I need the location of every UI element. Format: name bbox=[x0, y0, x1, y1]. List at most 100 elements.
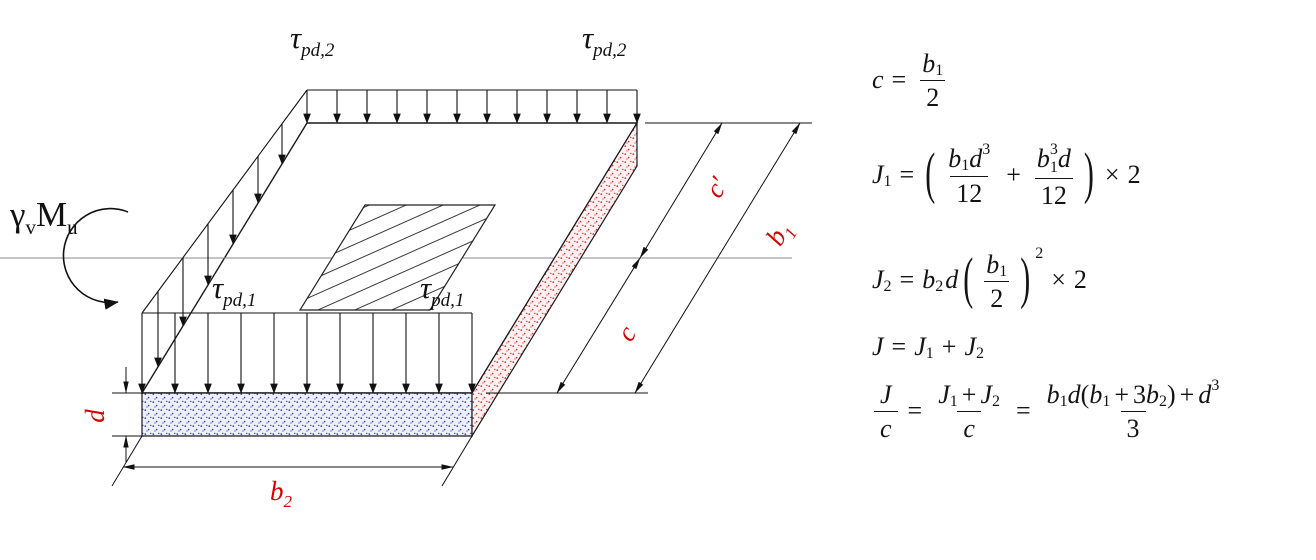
math-sub: 1 bbox=[961, 157, 970, 175]
math-denominator: c bbox=[874, 411, 898, 444]
math-number: 3 bbox=[1126, 414, 1140, 444]
math-operator: + bbox=[961, 380, 977, 410]
math-operator: = bbox=[891, 332, 907, 362]
tau-pd1-right-label: τpd,1 bbox=[420, 270, 464, 311]
math-paren: ) bbox=[1020, 248, 1031, 311]
math-var: J bbox=[964, 332, 976, 362]
math-var: b bbox=[922, 49, 936, 78]
math-denominator: 2 bbox=[920, 80, 946, 113]
math-var: d bbox=[1057, 144, 1071, 174]
math-operator: + bbox=[1114, 380, 1129, 410]
math-number: 2 bbox=[926, 83, 940, 113]
front-face-strip bbox=[141, 392, 473, 437]
stress-arrows-front-edge bbox=[138, 312, 476, 394]
math-paren: ( bbox=[1080, 380, 1090, 410]
math-operator: = bbox=[899, 160, 915, 190]
math-var: d bbox=[969, 144, 983, 174]
tau-pd1-left-label: τpd,1 bbox=[212, 270, 256, 311]
moment-label: γvMu bbox=[9, 195, 78, 239]
math-var: J bbox=[980, 380, 992, 410]
math-sup: 3 bbox=[982, 141, 991, 159]
dim-d-label: d bbox=[80, 409, 110, 423]
math-numerator: J bbox=[874, 377, 898, 411]
math-paren: ) bbox=[1167, 380, 1176, 410]
math-paren: ( bbox=[963, 248, 974, 311]
math-var: J bbox=[872, 265, 884, 295]
dim-c-prime-label: c′ bbox=[699, 171, 734, 203]
math-sup: 2 bbox=[1035, 245, 1044, 263]
math-var: b bbox=[986, 249, 1000, 279]
dim-c-label: c bbox=[610, 320, 642, 346]
math-var: b bbox=[948, 144, 962, 174]
math-number: 12 bbox=[1040, 180, 1067, 210]
math-sub: 1 bbox=[1102, 393, 1111, 411]
column-hatch-area bbox=[298, 204, 497, 311]
math-var: J bbox=[872, 160, 884, 190]
dimension-d bbox=[112, 367, 142, 462]
math-var: d bbox=[945, 265, 959, 295]
math-sub: 2 bbox=[883, 278, 892, 296]
math-sub: 1 bbox=[925, 345, 934, 363]
tau-pd2-right-label: τpd,2 bbox=[582, 20, 627, 61]
math-operator: × bbox=[1104, 160, 1120, 190]
dim-b1-label: b1 bbox=[760, 216, 801, 253]
math-var: b bbox=[1089, 380, 1103, 410]
math-var: c bbox=[880, 414, 892, 444]
math-var: b bbox=[1146, 380, 1159, 410]
moment-arrow bbox=[62, 207, 129, 310]
math-operator: + bbox=[941, 332, 957, 362]
math-sub: 2 bbox=[991, 393, 1000, 411]
math-denominator: 12 bbox=[1034, 177, 1073, 211]
math-var: c bbox=[963, 414, 975, 444]
math-operator: = bbox=[891, 64, 907, 94]
math-number: 2 bbox=[1073, 265, 1087, 295]
math-paren: ) bbox=[1083, 142, 1094, 206]
math-sub: 2 bbox=[935, 278, 944, 296]
perspective-extension-lines bbox=[111, 435, 473, 487]
math-sub: 1 bbox=[1059, 393, 1068, 411]
math-var: J bbox=[938, 380, 950, 410]
math-denominator: 2 bbox=[984, 280, 1010, 314]
punching-shear-diagram: γvMu τpd,2 τpd,2 τpd,1 τpd,1 d b2 c′ c b… bbox=[0, 20, 812, 511]
math-sub: 1 bbox=[1049, 158, 1058, 176]
stress-arrows-left-edge bbox=[141, 89, 308, 368]
math-operator: + bbox=[1006, 160, 1021, 190]
math-var: b bbox=[1046, 380, 1060, 410]
math-denominator: 3 bbox=[1120, 411, 1146, 444]
math-sub: 2 bbox=[975, 345, 984, 363]
math-number: 12 bbox=[956, 178, 983, 208]
tau-pd2-left-label: τpd,2 bbox=[290, 20, 335, 61]
math-var: J bbox=[872, 332, 884, 362]
math-number: 2 bbox=[1127, 160, 1141, 190]
math-var: J bbox=[914, 332, 926, 362]
